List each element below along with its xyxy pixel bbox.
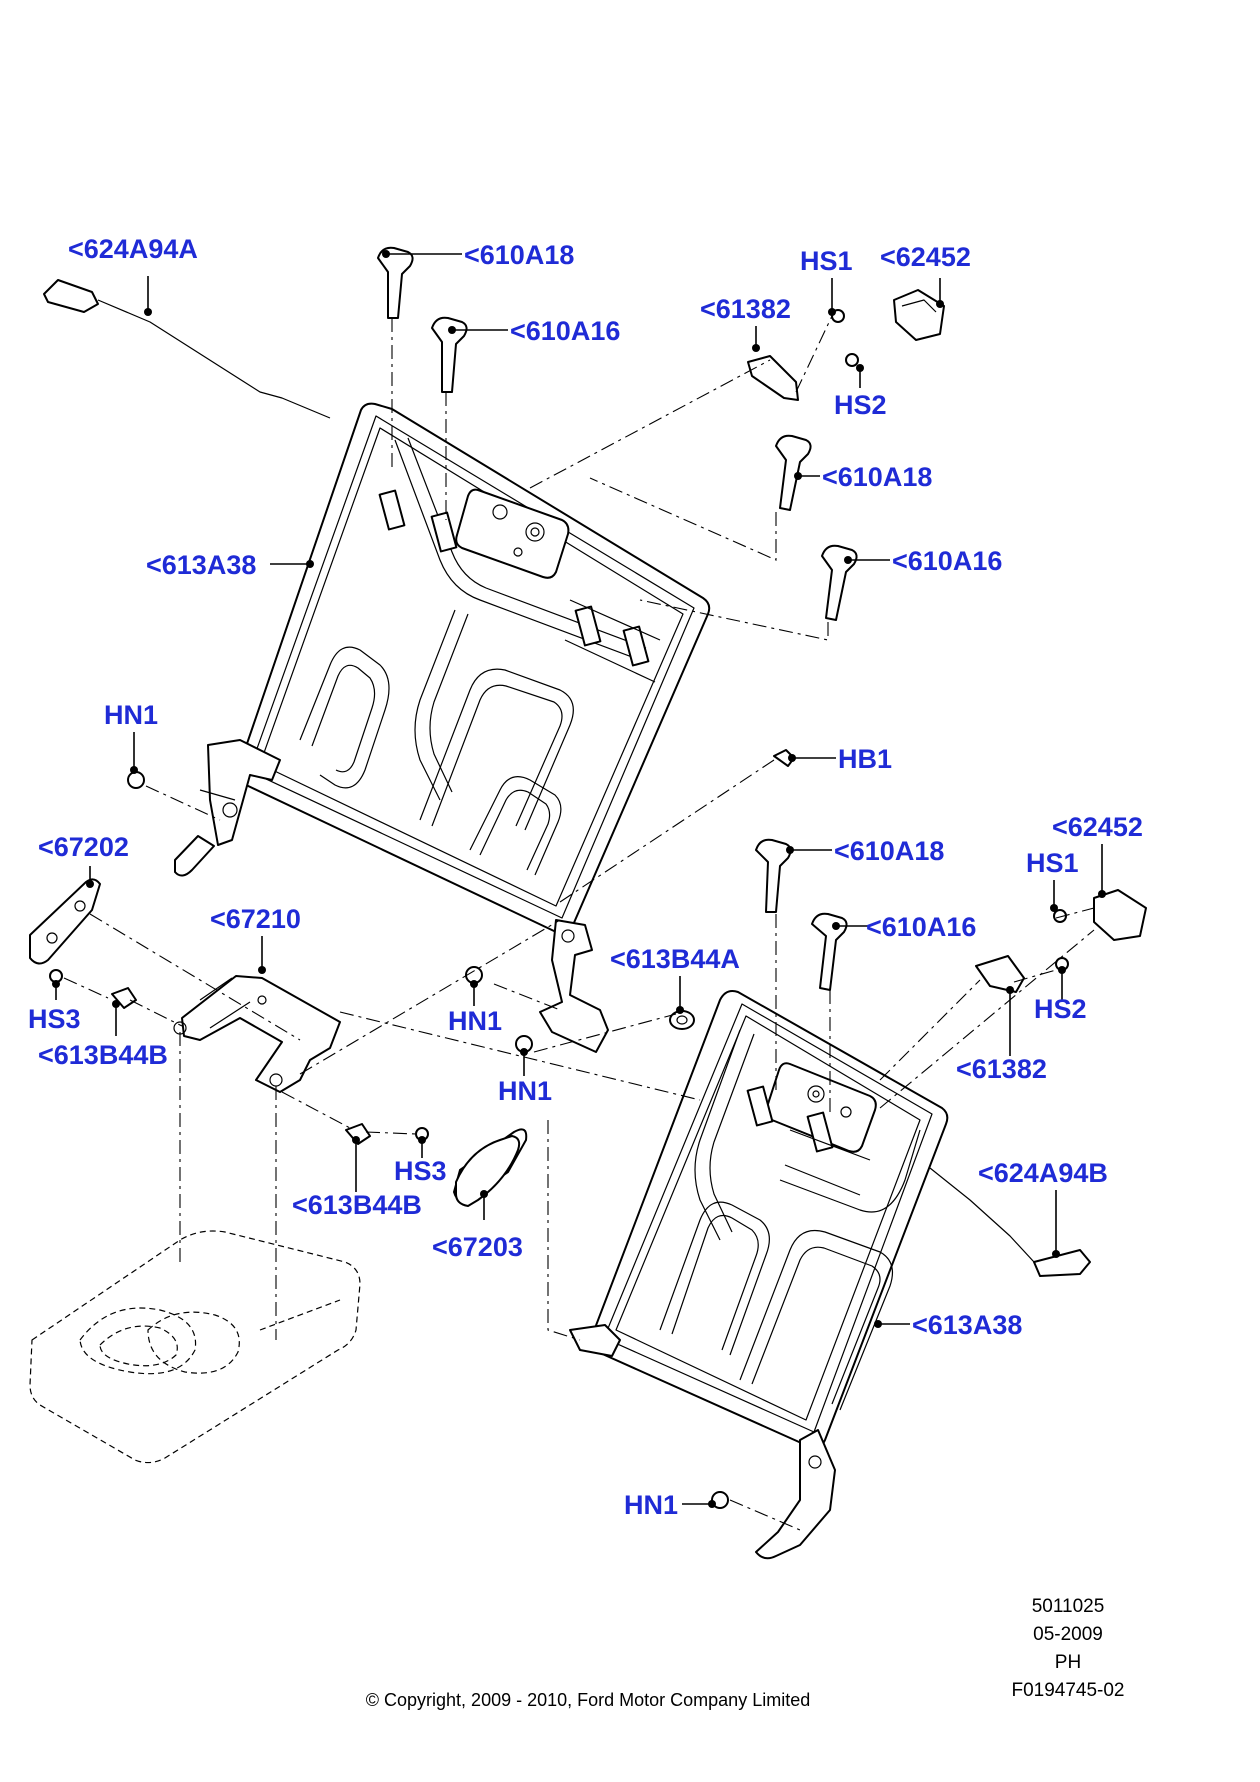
- label-67202[interactable]: <67202: [38, 832, 129, 862]
- seat-back-frame-lower: [569, 990, 949, 1560]
- label-hb1[interactable]: HB1: [838, 744, 892, 774]
- label-610a18-right[interactable]: <610A18: [822, 462, 932, 492]
- reference-number: 5011025: [1032, 1596, 1105, 1617]
- leader-lines: [52, 250, 1106, 1508]
- label-hs3-right[interactable]: HS3: [394, 1156, 447, 1186]
- label-hs1-upper[interactable]: HS1: [800, 246, 853, 276]
- label-hs2-upper[interactable]: HS2: [834, 390, 887, 420]
- label-613a38-upper[interactable]: <613A38: [146, 550, 256, 580]
- label-hs1-lower[interactable]: HS1: [1026, 848, 1079, 878]
- label-hn1-lower[interactable]: HN1: [624, 1490, 678, 1520]
- label-610a18-upper[interactable]: <610A18: [464, 240, 574, 270]
- label-hn1-middle-lower[interactable]: HN1: [498, 1076, 552, 1106]
- label-62452-lower[interactable]: <62452: [1052, 812, 1143, 842]
- reference-block: 5011025 05-2009 PH F0194745-02: [1011, 1596, 1124, 1701]
- reference-date: 05-2009: [1033, 1624, 1103, 1645]
- label-613b44b-left[interactable]: <613B44B: [38, 1040, 168, 1070]
- label-613b44a[interactable]: <613B44A: [610, 944, 740, 974]
- part-labels: <624A94A <610A18 <610A16 HS1 <62452 <613…: [28, 234, 1143, 1520]
- label-67203[interactable]: <67203: [432, 1232, 523, 1262]
- label-610a18-lower[interactable]: <610A18: [834, 836, 944, 866]
- cable-handles: [43, 279, 1091, 1277]
- label-61382-lower[interactable]: <61382: [956, 1054, 1047, 1084]
- label-hn1-middle-upper[interactable]: HN1: [448, 1006, 502, 1036]
- label-624a94a[interactable]: <624A94A: [68, 234, 198, 264]
- label-62452-upper[interactable]: <62452: [880, 242, 971, 272]
- label-610a16-lower[interactable]: <610A16: [866, 912, 976, 942]
- copyright-notice: © Copyright, 2009 - 2010, Ford Motor Com…: [366, 1690, 810, 1710]
- assembly-centerlines: [63, 315, 1095, 1531]
- label-61382-upper[interactable]: <61382: [700, 294, 791, 324]
- reference-code: PH: [1055, 1652, 1081, 1673]
- armrest-cupholder: [29, 1230, 361, 1464]
- label-hs2-lower[interactable]: HS2: [1034, 994, 1087, 1024]
- label-hs3-left[interactable]: HS3: [28, 1004, 81, 1034]
- label-610a16-right[interactable]: <610A16: [892, 546, 1002, 576]
- seat-back-frame-upper: [174, 402, 711, 1053]
- label-610a16-upper[interactable]: <610A16: [510, 316, 620, 346]
- label-613b44b-right[interactable]: <613B44B: [292, 1190, 422, 1220]
- label-613a38-lower[interactable]: <613A38: [912, 1310, 1022, 1340]
- headrest-guide-parts: [377, 246, 858, 991]
- latch-parts: [455, 289, 1147, 1207]
- reference-figure-id: F0194745-02: [1011, 1680, 1124, 1701]
- label-67210[interactable]: <67210: [210, 904, 301, 934]
- label-hn1-left[interactable]: HN1: [104, 700, 158, 730]
- label-624a94b[interactable]: <624A94B: [978, 1158, 1108, 1188]
